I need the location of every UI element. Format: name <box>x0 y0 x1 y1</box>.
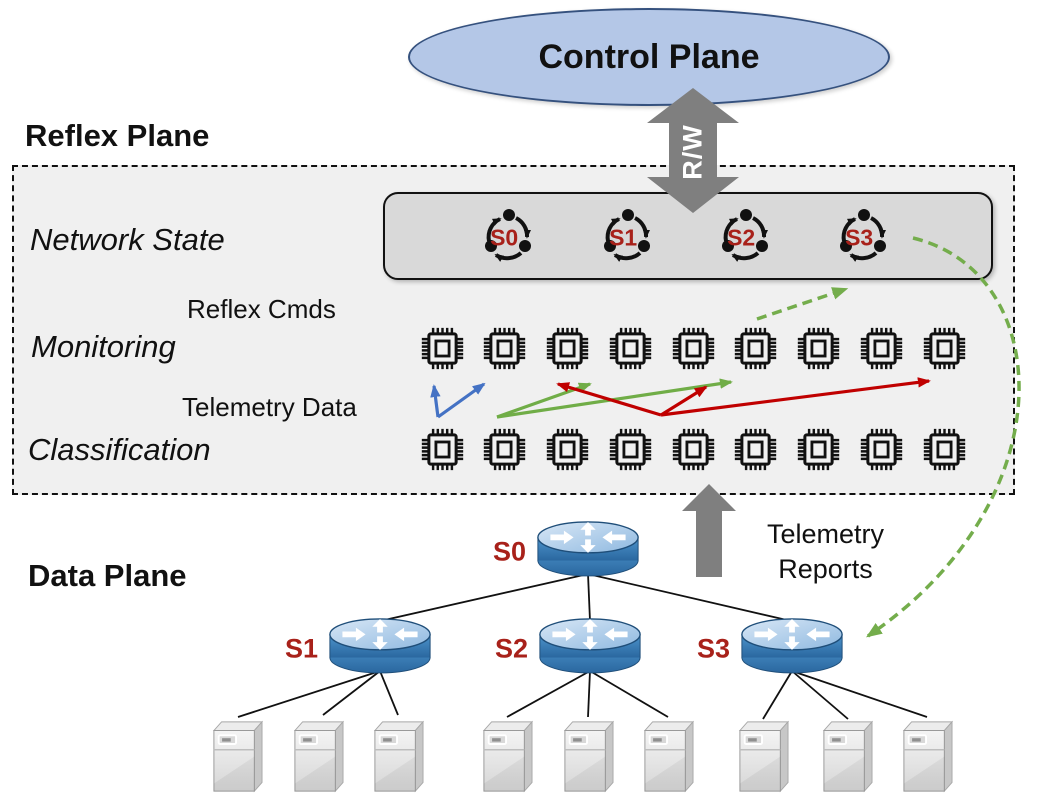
classification-chip-icon <box>544 426 591 473</box>
chip-icon <box>921 325 968 372</box>
switch-label-s1: S1 <box>284 633 318 664</box>
server-icon <box>480 718 534 795</box>
switch-s3 <box>739 614 845 676</box>
telemetry-reports-arrow <box>682 484 736 577</box>
chip-icon <box>607 426 654 473</box>
monitoring-chip-icon <box>607 325 654 372</box>
monitoring-chip-icon <box>795 325 842 372</box>
classification-chip-icon <box>795 426 842 473</box>
monitoring-chip-icon <box>670 325 717 372</box>
monitoring-chip-icon <box>921 325 968 372</box>
chip-icon <box>858 426 905 473</box>
network-state-row-label: Network State <box>30 222 225 257</box>
classification-chip-icon <box>419 426 466 473</box>
switch-label-s2: S2 <box>494 633 528 664</box>
chip-icon <box>481 325 528 372</box>
chip-icon <box>732 325 779 372</box>
server-icon <box>736 718 790 795</box>
classification-chip-icon <box>732 426 779 473</box>
telemetry-reports-line2: Reports <box>778 554 873 584</box>
network-state-item-s1: S1 <box>595 203 659 267</box>
control-plane-node: Control Plane <box>408 8 890 106</box>
server-icon <box>480 718 534 795</box>
server-icon <box>900 718 954 795</box>
server-icon <box>641 718 695 795</box>
router-icon <box>327 614 433 676</box>
chip-icon <box>732 426 779 473</box>
monitoring-chip-icon <box>544 325 591 372</box>
state-label: S3 <box>845 224 874 251</box>
chip-icon <box>670 325 717 372</box>
chip-icon <box>921 426 968 473</box>
router-icon <box>739 614 845 676</box>
network-state-item-s3: S3 <box>831 203 895 267</box>
classification-chip-icon <box>670 426 717 473</box>
classification-chip-icon <box>607 426 654 473</box>
monitoring-chip-icon <box>858 325 905 372</box>
switch-s0 <box>535 517 641 579</box>
chip-icon <box>795 426 842 473</box>
server-icon <box>371 718 425 795</box>
server-icon <box>291 718 345 795</box>
server-icon <box>371 718 425 795</box>
reflex-plane-title: Reflex Plane <box>25 118 210 153</box>
chip-icon <box>481 426 528 473</box>
chip-icon <box>419 426 466 473</box>
server-icon <box>210 718 264 795</box>
control-plane-label: Control Plane <box>538 37 760 76</box>
switch-label-s3: S3 <box>696 633 730 664</box>
reflex-cmds-label: Reflex Cmds <box>187 294 336 324</box>
rw-arrow-label: R/W <box>677 124 708 180</box>
telemetry-reports-label: Telemetry Reports <box>738 517 913 587</box>
monitoring-chip-icon <box>732 325 779 372</box>
server-icon <box>210 718 264 795</box>
server-icon <box>561 718 615 795</box>
network-state-box <box>383 192 993 280</box>
classification-chip-icon <box>858 426 905 473</box>
router-icon <box>537 614 643 676</box>
network-state-item-s2: S2 <box>713 203 777 267</box>
state-label: S2 <box>727 224 756 251</box>
server-icon <box>820 718 874 795</box>
chip-icon <box>670 426 717 473</box>
monitoring-row-label: Monitoring <box>31 329 176 364</box>
monitoring-chip-icon <box>481 325 528 372</box>
chip-icon <box>419 325 466 372</box>
telemetry-data-label: Telemetry Data <box>182 392 357 422</box>
chip-icon <box>795 325 842 372</box>
state-label: S1 <box>609 224 638 251</box>
server-icon <box>900 718 954 795</box>
state-label: S0 <box>490 224 519 251</box>
server-icon <box>641 718 695 795</box>
router-icon <box>535 517 641 579</box>
switch-label-s0: S0 <box>492 536 526 567</box>
server-icon <box>291 718 345 795</box>
data-plane-title: Data Plane <box>28 558 187 593</box>
server-icon <box>820 718 874 795</box>
server-icon <box>736 718 790 795</box>
telemetry-reports-line1: Telemetry <box>766 519 885 549</box>
chip-icon <box>607 325 654 372</box>
switch-s2 <box>537 614 643 676</box>
chip-icon <box>544 426 591 473</box>
chip-icon <box>858 325 905 372</box>
classification-chip-icon <box>481 426 528 473</box>
network-state-item-s0: S0 <box>476 203 540 267</box>
chip-icon <box>544 325 591 372</box>
classification-row-label: Classification <box>28 432 211 467</box>
switch-s1 <box>327 614 433 676</box>
monitoring-chip-icon <box>419 325 466 372</box>
classification-chip-icon <box>921 426 968 473</box>
server-icon <box>561 718 615 795</box>
